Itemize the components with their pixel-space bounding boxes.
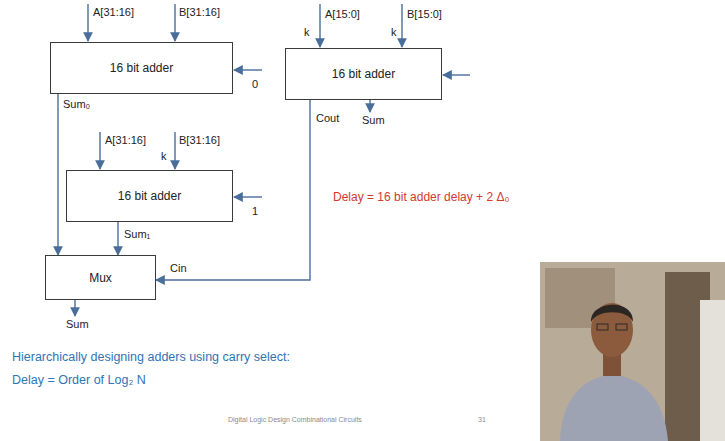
adder-box: 16 bit adder <box>285 48 442 100</box>
video-hair <box>591 305 633 322</box>
input-arrow <box>99 132 100 169</box>
wire-label: Sum₀ <box>63 98 90 111</box>
video-glasses <box>597 324 608 330</box>
mux-box: Mux <box>45 255 156 300</box>
video-glasses <box>616 324 627 330</box>
box-label: 16 bit adder <box>118 189 181 203</box>
delay-note: Delay = 16 bit adder delay + 2 Δ₀ <box>333 190 509 204</box>
slide-footer: Digital Logic Design Combinational Circu… <box>228 416 362 424</box>
signal-name: A[31:16] <box>105 134 146 147</box>
signal-name: k <box>391 26 397 39</box>
video-shirt <box>560 374 668 441</box>
slide-note: Delay = Order of Log₂ N <box>12 373 146 388</box>
signal-name: Cin <box>170 262 187 275</box>
signal-wire <box>117 222 118 255</box>
input-arrow <box>174 4 175 41</box>
box-label: 16 bit adder <box>332 67 395 81</box>
signal-name: B[31:16] <box>179 134 220 147</box>
video-head <box>591 303 633 357</box>
signal-name: Sum <box>66 318 89 331</box>
signal-name: 0 <box>252 78 258 91</box>
input-arrow <box>174 132 175 169</box>
wire-label: Cout <box>316 112 339 125</box>
input-arrow <box>319 4 320 47</box>
signal-name: Sum <box>362 114 385 127</box>
adder-box: 16 bit adder <box>50 42 233 94</box>
box-label: 16 bit adder <box>110 61 173 75</box>
signal-name: k <box>304 26 310 39</box>
wire-label: Sum₁ <box>124 228 150 241</box>
signal-wire <box>57 94 58 255</box>
signal-name: A[15:0] <box>325 8 360 21</box>
output-arrow <box>369 100 370 112</box>
output-arrow <box>74 300 75 316</box>
signal-name: A[31:16] <box>93 6 134 19</box>
video-inset <box>540 262 725 441</box>
signal-name: B[15:0] <box>407 8 442 21</box>
slide-footer: 31 <box>478 416 486 424</box>
input-arrow <box>87 4 88 41</box>
signal-name: 1 <box>252 205 258 218</box>
input-arrow <box>234 196 262 197</box>
video-window <box>700 300 725 441</box>
signal-name: B[31:16] <box>179 6 220 19</box>
input-arrow <box>443 74 470 75</box>
box-label: Mux <box>89 271 112 285</box>
video-wall <box>540 262 725 441</box>
slide-note: Hierarchically designing adders using ca… <box>12 350 290 365</box>
input-arrow <box>234 69 262 70</box>
input-arrow <box>401 4 402 47</box>
signal-name: k <box>161 150 167 163</box>
adder-box: 16 bit adder <box>66 170 233 222</box>
